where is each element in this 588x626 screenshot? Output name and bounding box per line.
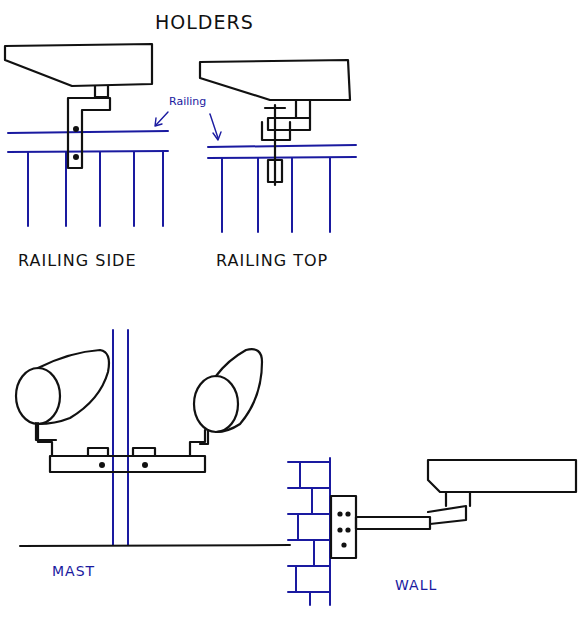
railing-top-railing: [208, 145, 356, 232]
bolt-dot: [345, 511, 350, 516]
view-caption: RAILING TOP: [216, 252, 328, 270]
bolt-dot: [99, 462, 105, 468]
view-caption: MAST: [52, 564, 95, 579]
bolt-dot: [73, 154, 79, 160]
bolt-dot: [345, 527, 350, 532]
view-caption: RAILING SIDE: [18, 252, 137, 270]
mast-pole: [113, 330, 128, 545]
wall-holder: [331, 460, 576, 558]
railing-side-holder: [5, 44, 152, 168]
mast-holder: [16, 349, 262, 472]
part-label: Railing: [168, 96, 207, 108]
railing-side-railing: [8, 131, 168, 226]
railing-top-holder: [200, 60, 350, 185]
view-caption: WALL: [395, 578, 437, 593]
diagram-title: HOLDERS: [155, 12, 254, 33]
ground-line: [20, 545, 290, 546]
bolt-dot: [337, 511, 342, 516]
bolt-dot: [341, 542, 346, 547]
bolt-dot: [73, 126, 79, 132]
bolt-dot: [142, 462, 148, 468]
leader-arrow: [155, 112, 221, 140]
bolt-dot: [337, 527, 342, 532]
brick-wall: [288, 458, 330, 605]
